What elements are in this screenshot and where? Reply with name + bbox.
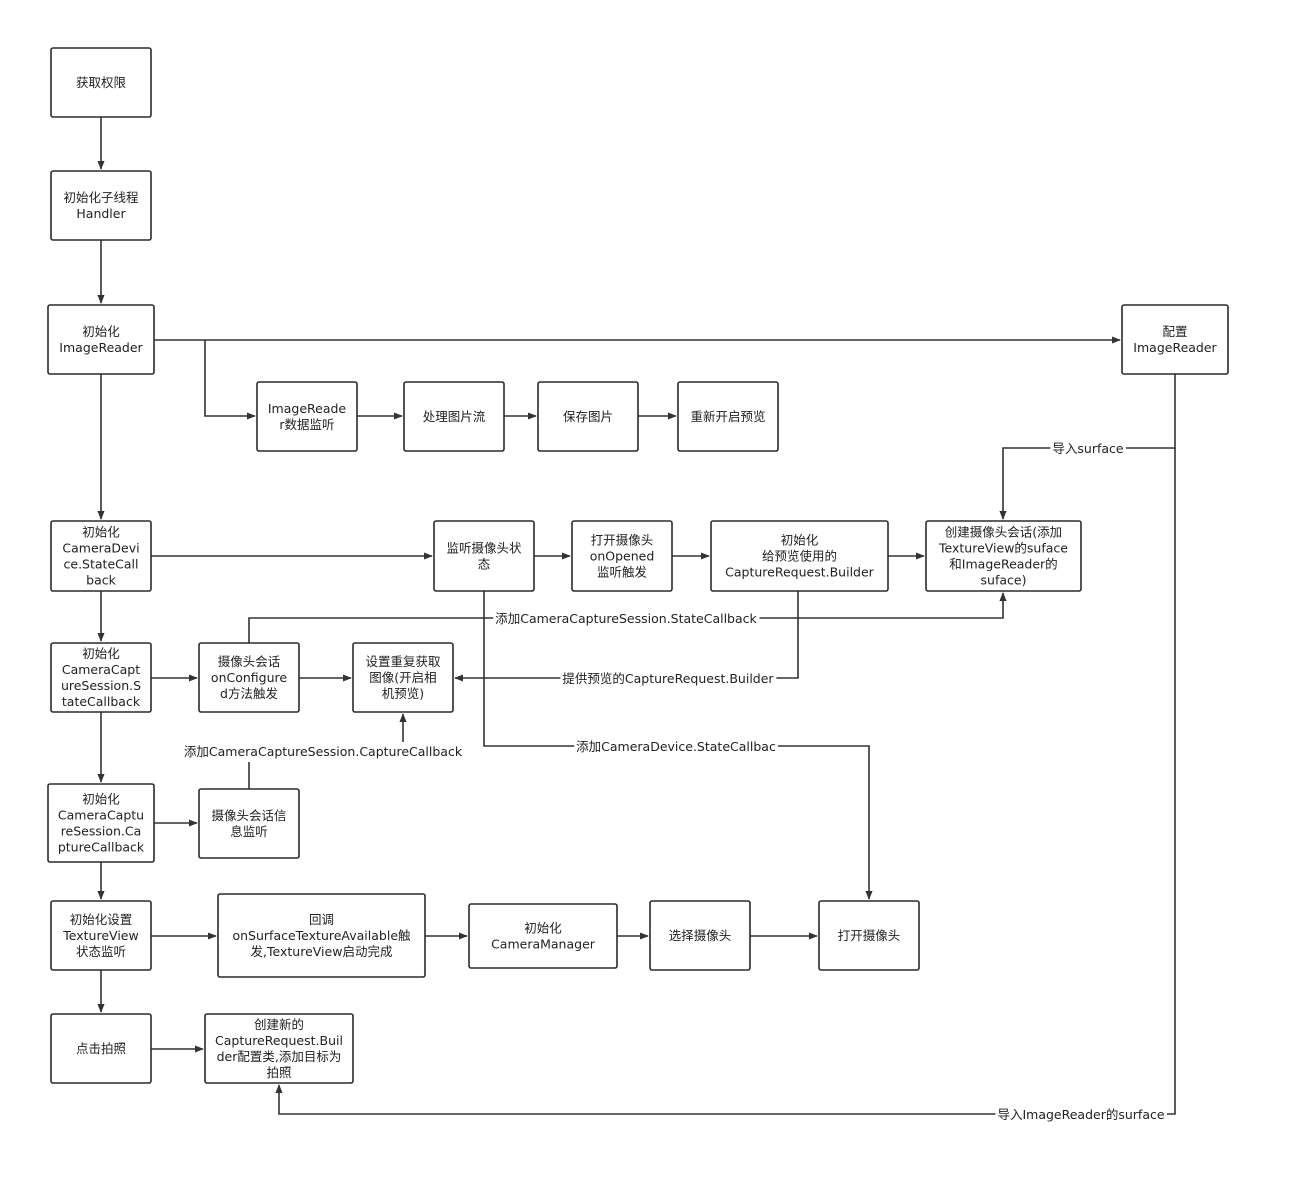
- node-box: [571, 520, 673, 592]
- node-label: 摄像头会话信息监听: [211, 808, 286, 839]
- node-box: [50, 170, 152, 241]
- node-label: 打开摄像头: [838, 928, 901, 943]
- node-open-camera: 打开摄像头: [818, 900, 920, 971]
- edge-imagereader-to-listener: [204, 340, 256, 420]
- node-box: [537, 381, 639, 452]
- node-label: 处理图片流: [423, 409, 486, 424]
- node-box: [818, 900, 920, 971]
- edge-label-import-surface: 导入surface: [1050, 440, 1126, 457]
- node-process-image-stream: 处理图片流: [403, 381, 505, 452]
- node-label: 获取权限: [76, 75, 127, 90]
- node-box: [403, 381, 505, 452]
- edge-label-text: 提供预览的CaptureRequest.Builder: [562, 671, 774, 686]
- node-label: 选择摄像头: [669, 928, 732, 943]
- node-box: [217, 893, 426, 978]
- edge-label-add-device-statecallback: 添加CameraDevice.StateCallbac: [574, 738, 778, 755]
- edge-config-to-new-builder: [275, 448, 1176, 1115]
- edge-label-add-session-statecallback: 添加CameraCaptureSession.StateCallback: [493, 610, 760, 627]
- node-label: 点击拍照: [76, 1041, 126, 1056]
- node-set-repeating-request: 设置重复获取图像(开启相机预览): [352, 642, 454, 713]
- edge-label-background: [560, 670, 777, 687]
- node-box: [649, 900, 751, 971]
- edge-label-add-session-capturecallback: 添加CameraCaptureSession.CaptureCallback: [181, 743, 465, 760]
- node-label: 设置重复获取图像(开启相机预览): [365, 654, 441, 701]
- node-label: 重新开启预览: [690, 409, 765, 424]
- edge-label-text: 导入ImageReader的surface: [997, 1107, 1164, 1122]
- node-session-info-listener: 摄像头会话信息监听: [198, 788, 300, 859]
- node-listen-camera-state: 监听摄像头状态: [433, 520, 535, 592]
- node-box: [47, 783, 155, 863]
- node-box: [468, 903, 618, 969]
- node-box: [256, 381, 358, 452]
- node-box: [198, 788, 300, 859]
- node-box: [925, 520, 1082, 592]
- edge-label-background: [995, 1106, 1167, 1123]
- node-box: [198, 642, 300, 713]
- edge-label-background: [574, 738, 778, 755]
- node-save-image: 保存图片: [537, 381, 639, 452]
- node-box: [50, 520, 152, 592]
- node-box: [204, 1013, 354, 1084]
- edge-label-text: 添加CameraDevice.StateCallbac: [576, 739, 776, 754]
- node-box: [710, 520, 889, 592]
- edge-label-text: 添加CameraCaptureSession.StateCallback: [495, 611, 757, 626]
- node-box: [47, 304, 155, 375]
- edge-label-provide-preview-builder: 提供预览的CaptureRequest.Builder: [560, 670, 777, 687]
- edge-label-background: [181, 743, 465, 760]
- node-box: [50, 900, 152, 971]
- node-select-camera: 选择摄像头: [649, 900, 751, 971]
- node-click-take-photo: 点击拍照: [50, 1013, 152, 1084]
- edge-label-background: [1050, 440, 1126, 457]
- edge-label-background: [493, 610, 760, 627]
- node-box: [50, 1013, 152, 1084]
- node-box: [352, 642, 454, 713]
- edge-label-import-imagereader-surface: 导入ImageReader的surface: [995, 1106, 1167, 1123]
- node-restart-preview: 重新开启预览: [677, 381, 779, 452]
- edge-label-text: 导入surface: [1052, 441, 1124, 456]
- node-box: [1121, 304, 1229, 375]
- node-label: 监听摄像头状态: [446, 541, 522, 572]
- node-box: [50, 642, 152, 713]
- node-label: 保存图片: [563, 409, 613, 424]
- node-box: [50, 47, 152, 118]
- edge-builder-to-repeating: [454, 591, 799, 682]
- edge-labels-layer: 导入surface 添加CameraCaptureSession.StateCal…: [181, 440, 1167, 1123]
- node-box: [677, 381, 779, 452]
- node-box: [433, 520, 535, 592]
- node-get-permission: 获取权限: [50, 47, 152, 118]
- edge-label-text: 添加CameraCaptureSession.CaptureCallback: [184, 744, 463, 759]
